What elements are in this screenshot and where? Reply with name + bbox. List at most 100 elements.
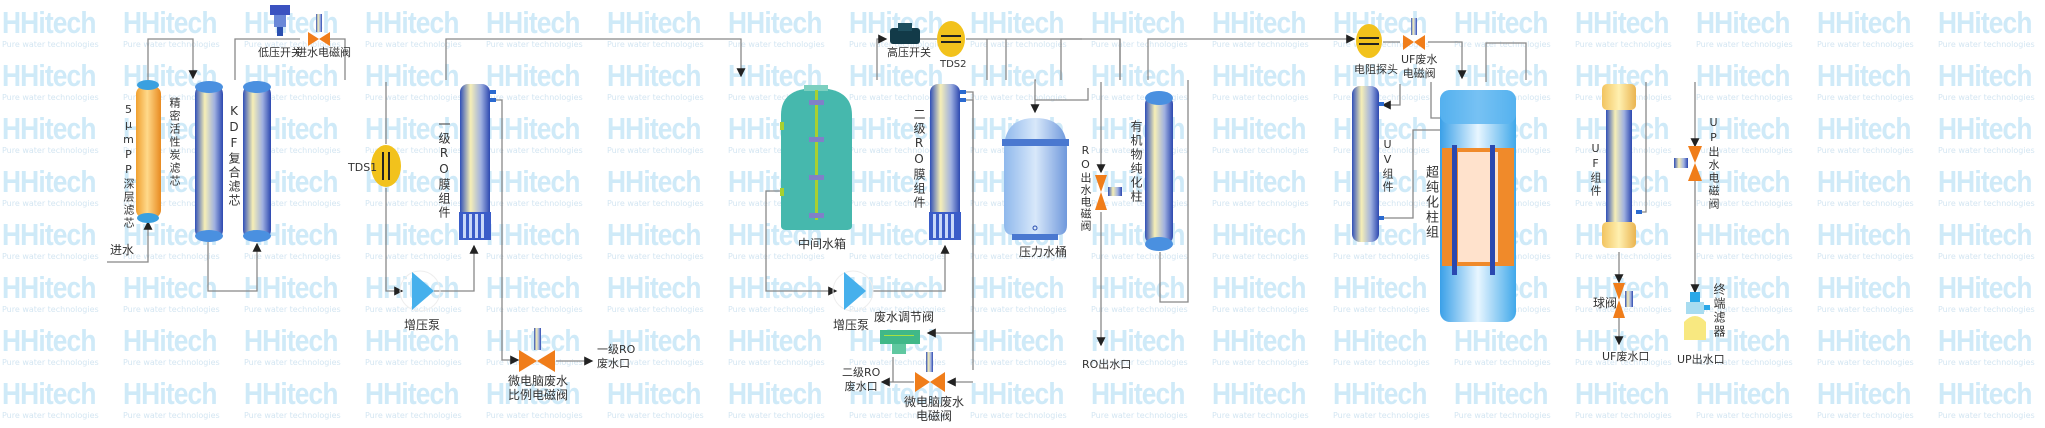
up-outlet-solenoid-label: UP出水电磁阀 xyxy=(1707,116,1720,211)
watermark-brand: HHitech xyxy=(1333,164,1427,199)
watermark-tagline: Pure water technologies xyxy=(1575,252,1672,261)
watermark-brand: HHitech xyxy=(1938,58,2032,93)
watermark-brand: HHitech xyxy=(123,5,217,40)
watermark-tagline: Pure water technologies xyxy=(244,252,341,261)
watermark-tagline: Pure water technologies xyxy=(486,93,583,102)
watermark-brand: HHitech xyxy=(849,111,943,146)
up-outlet-solenoid-valve-icon xyxy=(1674,146,1702,181)
up-outlet-label: UP出水口 xyxy=(1677,353,1725,366)
watermark-brand: HHitech xyxy=(365,376,459,411)
pp-filter xyxy=(136,80,161,223)
watermark-tagline: Pure water technologies xyxy=(1938,146,2035,155)
watermark-tagline: Pure water technologies xyxy=(1817,305,1914,314)
watermark-tagline: Pure water technologies xyxy=(244,305,341,314)
watermark-brand: HHitech xyxy=(1938,323,2032,358)
watermark-brand: HHitech xyxy=(1817,164,1911,199)
watermark-tagline: Pure water technologies xyxy=(123,146,220,155)
watermark-tagline: Pure water technologies xyxy=(970,358,1067,367)
watermark-brand: HHitech xyxy=(1575,376,1669,411)
ro-outlet-solenoid-valve-icon xyxy=(1095,175,1122,210)
watermark-brand: HHitech xyxy=(1333,58,1427,93)
watermark-tagline: Pure water technologies xyxy=(849,305,946,314)
watermark-brand: HHitech xyxy=(1212,58,1306,93)
booster-pump-1-icon xyxy=(399,270,441,312)
ultrapure-columns-label: 超纯化柱组 xyxy=(1423,165,1438,240)
watermark-brand: HHitech xyxy=(1091,376,1185,411)
carbon-filter-label: 精密活性炭滤芯 xyxy=(168,97,181,188)
watermark-tagline: Pure water technologies xyxy=(1817,146,1914,155)
booster-pump-2-icon xyxy=(832,270,874,312)
ball-valve-label: 球阀 xyxy=(1593,296,1618,310)
watermark-brand: HHitech xyxy=(607,323,701,358)
watermark-brand: HHitech xyxy=(1817,5,1911,40)
ro1-membrane-module xyxy=(459,84,496,240)
pressure-tank-label: 压力水桶 xyxy=(1019,245,1068,259)
watermark-tagline: Pure water technologies xyxy=(1696,40,1793,49)
watermark-tagline: Pure water technologies xyxy=(1212,146,1309,155)
uv-module xyxy=(1352,86,1384,242)
watermark-brand: HHitech xyxy=(365,111,459,146)
watermark-brand: HHitech xyxy=(1696,217,1790,252)
watermark-tagline: Pure water technologies xyxy=(607,411,704,420)
watermark-tagline: Pure water technologies xyxy=(1817,358,1914,367)
watermark-brand: HHitech xyxy=(970,323,1064,358)
watermark-tagline: Pure water technologies xyxy=(365,252,462,261)
watermark-brand: HHitech xyxy=(1817,58,1911,93)
watermark-brand: HHitech xyxy=(1817,270,1911,305)
watermark-tagline: Pure water technologies xyxy=(1333,358,1430,367)
watermark-brand: HHitech xyxy=(1938,111,2032,146)
watermark-brand: HHitech xyxy=(2,376,96,411)
tds2-label: TDS2 xyxy=(940,59,967,70)
watermark-tagline: Pure water technologies xyxy=(1696,146,1793,155)
watermark-brand: HHitech xyxy=(607,270,701,305)
watermark-tagline: Pure water technologies xyxy=(728,146,825,155)
watermark-brand: HHitech xyxy=(607,164,701,199)
uf-waste-outlet-label: UF废水口 xyxy=(1602,350,1650,363)
watermark-brand: HHitech xyxy=(1817,376,1911,411)
watermark-brand: HHitech xyxy=(2,164,96,199)
watermark-tagline: Pure water technologies xyxy=(1696,252,1793,261)
watermark-brand: HHitech xyxy=(244,5,338,40)
watermark-tagline: Pure water technologies xyxy=(1696,305,1793,314)
watermark-tagline: Pure water technologies xyxy=(1575,358,1672,367)
watermark-tagline: Pure water technologies xyxy=(244,40,341,49)
watermark-brand: HHitech xyxy=(1091,270,1185,305)
watermark-tagline: Pure water technologies xyxy=(486,305,583,314)
watermark-brand: HHitech xyxy=(1575,5,1669,40)
watermark-tagline: Pure water technologies xyxy=(365,146,462,155)
ratio-solenoid-valve-icon xyxy=(519,328,555,372)
waste-regulating-valve-label: 废水调节阀 xyxy=(874,310,935,324)
kdf-filter xyxy=(243,81,271,242)
watermark-tagline: Pure water technologies xyxy=(607,146,704,155)
watermark-tagline: Pure water technologies xyxy=(849,411,946,420)
watermark-brand: HHitech xyxy=(970,58,1064,93)
watermark-brand: HHitech xyxy=(1454,5,1548,40)
watermark-tagline: Pure water technologies xyxy=(1817,252,1914,261)
